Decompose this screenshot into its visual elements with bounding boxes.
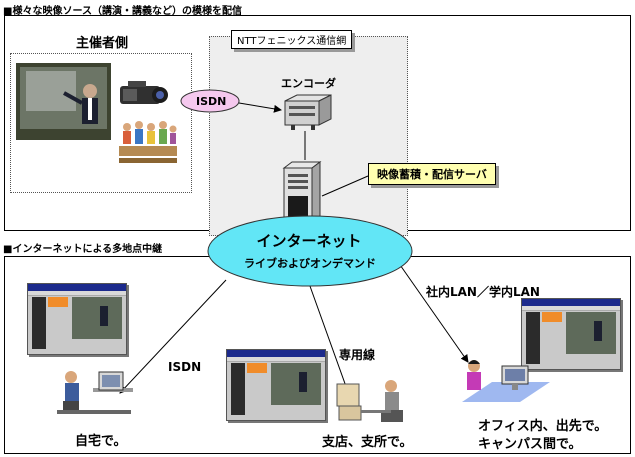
video-camera-icon: [118, 80, 170, 110]
server-link-line: [321, 175, 369, 197]
isdn-link-ellipse: [180, 89, 240, 113]
encoder-icon: [283, 93, 333, 131]
branch-user-icon: [333, 378, 413, 424]
internet-subtitle: ライブおよびオンデマンド: [244, 257, 376, 270]
audience-icon: [117, 118, 179, 164]
internet-to-branch-line: [305, 274, 350, 393]
server-label: 映像蓄積・配信サーバ: [368, 163, 496, 185]
internet-to-office-line: [397, 261, 469, 363]
leased-line-label: 専用線: [339, 348, 376, 362]
lan-label: 社内LAN／学内LAN: [426, 285, 540, 299]
server-icon: [282, 160, 322, 232]
lecture-video-image: [16, 63, 111, 140]
encoder-label: エンコーダ: [281, 77, 336, 90]
ntt-network-label: NTTフェニックス通信網: [231, 30, 353, 49]
branch-screen-window: [226, 349, 326, 421]
home-screen-window: [27, 283, 127, 355]
isdn-to-encoder-line: [238, 102, 282, 113]
isdn-bottom-label: ISDN: [168, 360, 202, 374]
top-section-title: ■様々な映像ソース（講演・講義など）の模様を配信: [3, 6, 242, 17]
office-caption-line1: オフィス内、出先で。: [478, 419, 608, 434]
bottom-section-title: ■インターネットによる多地点中継: [3, 244, 163, 255]
home-user-icon: [55, 368, 135, 416]
internet-cloud: [206, 214, 414, 288]
internet-to-home-line: [119, 279, 227, 394]
internet-title: インターネット: [256, 232, 362, 250]
organizer-label: 主催者側: [76, 36, 129, 51]
home-caption: 自宅で。: [75, 434, 127, 449]
office-caption-line2: キャンパス間で。: [478, 437, 582, 452]
office-screen-window: [521, 298, 621, 370]
office-user-icon: [452, 358, 552, 402]
isdn-top-label: ISDN: [196, 95, 227, 108]
branch-caption: 支店、支所で。: [322, 435, 413, 450]
organizer-area: [10, 53, 192, 193]
